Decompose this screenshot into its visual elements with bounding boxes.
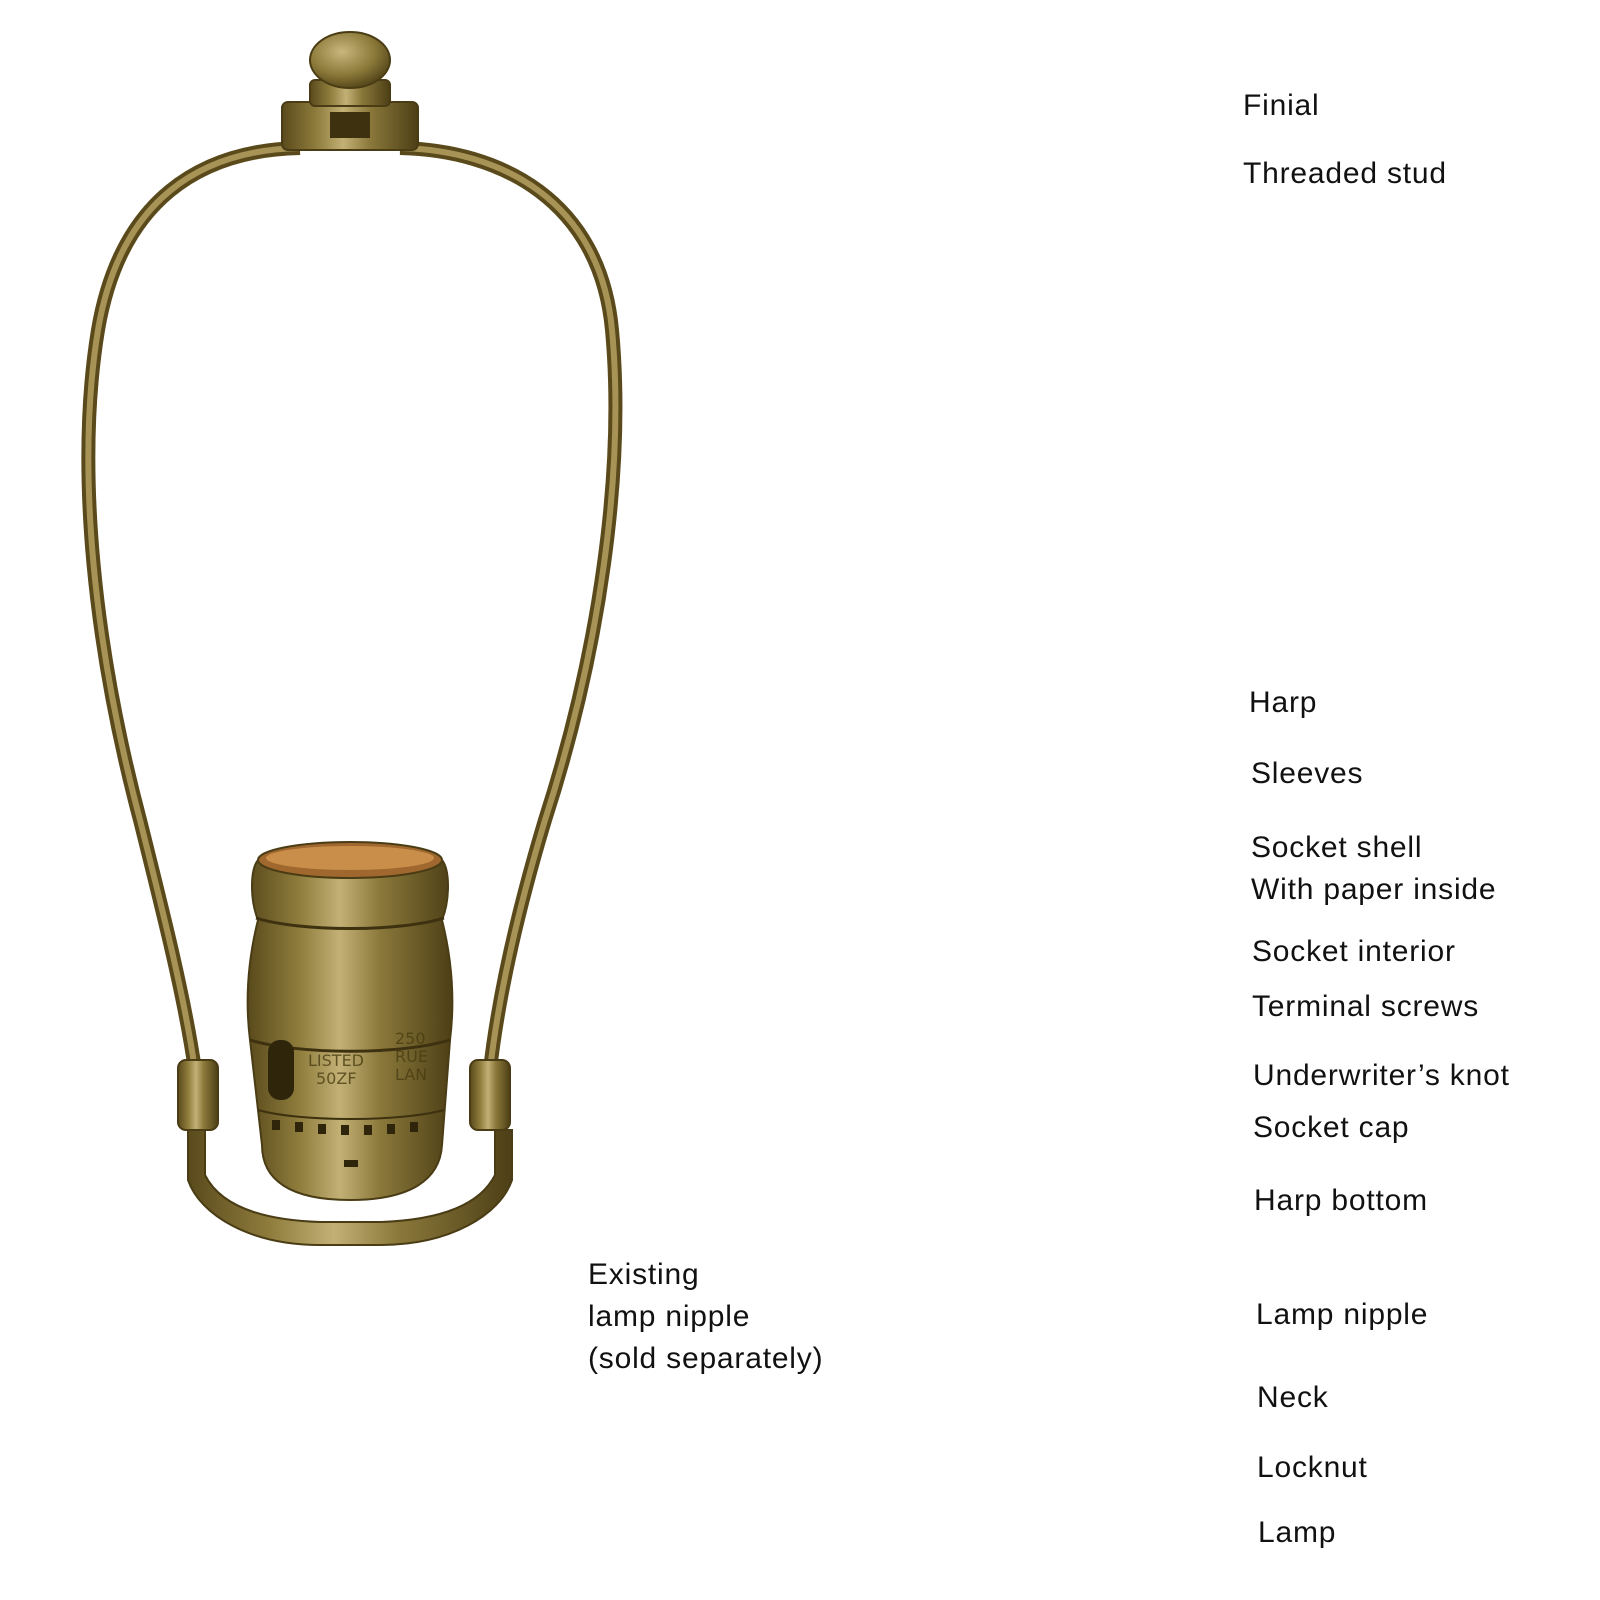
label-socket-shell: Socket shell With paper inside [1251, 831, 1497, 906]
sleeves-photo [177, 1059, 511, 1131]
label-socket-interior: Socket interior [1252, 935, 1456, 968]
label-lamp-nipple: Lamp nipple [1256, 1298, 1429, 1331]
label-finial: Finial [1243, 89, 1320, 122]
socket-stamp-left: LISTED 50ZF [308, 1051, 364, 1088]
label-locknut: Locknut [1257, 1451, 1368, 1484]
label-neck: Neck [1257, 1381, 1329, 1414]
harp-bottom-photo [187, 1129, 513, 1246]
label-sleeves: Sleeves [1251, 757, 1364, 790]
label-socket-cap: Socket cap [1253, 1111, 1410, 1144]
label-threaded-stud: Threaded stud [1243, 157, 1447, 190]
label-existing-lamp-nipple: Existing lamp nipple (sold separately) [588, 1258, 824, 1375]
harp-photo [81, 31, 623, 1071]
label-lamp: Lamp [1258, 1516, 1337, 1549]
label-harp-bottom: Harp bottom [1254, 1184, 1428, 1217]
label-harp: Harp [1249, 686, 1318, 719]
socket-shell-photo [246, 841, 454, 1202]
label-terminal-screws: Terminal screws [1252, 990, 1480, 1023]
finial-photo [309, 31, 391, 107]
label-underwriters-knot: Underwriter’s knot [1253, 1059, 1510, 1092]
socket-stamp-right: 250 RUE LAN [395, 1029, 428, 1084]
